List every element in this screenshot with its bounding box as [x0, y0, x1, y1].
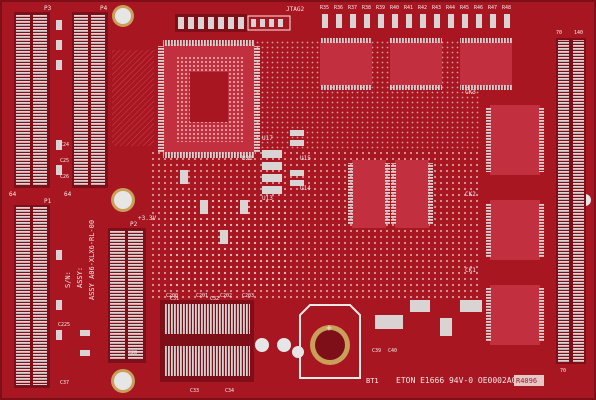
- passives-left: [56, 20, 90, 356]
- label-r35: R35: [320, 5, 329, 11]
- label-c37: C37: [60, 380, 69, 386]
- label-r36: R36: [334, 5, 343, 11]
- label-u14: U14: [300, 185, 311, 192]
- ic-footprints-upper: CK3: [320, 38, 512, 96]
- label-p4: P4: [100, 5, 108, 12]
- label-conn-70: 70: [556, 30, 562, 36]
- label-r39: R39: [376, 5, 385, 11]
- connector-right: 70 140 70: [556, 30, 586, 374]
- label-p2: P2: [130, 221, 138, 228]
- label-p1: P1: [44, 198, 52, 205]
- footer-marking: ETON E1666 94V-0 OE0002A0 A R4096: [396, 375, 544, 386]
- ic-footprints-middle: CK2 CK1: [465, 105, 544, 345]
- connector-p4: P4 64: [64, 5, 108, 198]
- label-voltage: +3.3V: [138, 215, 156, 222]
- label-r45: R45: [460, 5, 469, 11]
- label-r48: R48: [502, 5, 511, 11]
- label-jtag: JTAG2: [286, 6, 304, 13]
- label-r47: R47: [488, 5, 497, 11]
- fpga-footprint: U22: [158, 40, 260, 162]
- label-ck2: CK2: [465, 191, 476, 198]
- label-c200: C200: [166, 293, 178, 299]
- label-r46: R46: [474, 5, 483, 11]
- connector-p3: P3 64: [9, 5, 52, 198]
- center-chips: U15 U14 U17 U13: [262, 135, 433, 228]
- label-c203: C203: [242, 293, 254, 299]
- capacitor-labels: C31 C32 C33 C34 C37 C24 C25 C26 C28 C39 …: [58, 142, 397, 394]
- label-p4-bottom: 64: [64, 191, 72, 198]
- label-ck1: CK1: [465, 267, 476, 274]
- via-field-lower: [170, 200, 290, 290]
- battery-plus: +: [326, 323, 332, 334]
- label-u15: U15: [300, 155, 311, 162]
- label-assy: ASSY:: [76, 267, 84, 288]
- label-u22: U22: [242, 155, 253, 162]
- label-r43: R43: [432, 5, 441, 11]
- battery-holder: + BT1: [255, 304, 379, 385]
- connector-p2: P2: [108, 221, 146, 363]
- label-r40: R40: [390, 5, 399, 11]
- assy-label-vertical: S/N: ASSY: ASSY A06-XLX6-RL-00 +3.3V: [64, 215, 156, 300]
- label-c225: C225: [58, 322, 70, 328]
- copper-pour-left: [112, 50, 154, 146]
- connector-p1: P1: [14, 198, 52, 388]
- label-c34: C34: [225, 388, 234, 394]
- connector-bottom: [160, 300, 254, 382]
- label-sn: S/N:: [64, 271, 72, 288]
- label-footer-badge: R4096: [516, 377, 537, 385]
- label-r41: R41: [404, 5, 413, 11]
- label-c202: C202: [220, 293, 232, 299]
- label-c40: C40: [388, 348, 397, 354]
- label-u17: U17: [262, 135, 273, 142]
- label-c201: C201: [196, 293, 208, 299]
- label-r37: R37: [348, 5, 357, 11]
- jtag-header: JTAG2: [175, 6, 304, 32]
- label-ck3: CK3: [465, 89, 476, 96]
- label-conn-bottom: 70: [560, 368, 566, 374]
- label-r44: R44: [446, 5, 455, 11]
- resistor-row: R35 R36 R37 R38 R39 R40 R41 R42 R43 R44 …: [320, 5, 511, 28]
- label-c24: C24: [60, 142, 69, 148]
- bottom-right-chips: [375, 300, 482, 336]
- label-c32: C32: [210, 296, 219, 302]
- label-footer: ETON E1666 94V-0 OE0002A0 A: [396, 376, 526, 385]
- label-c25: C25: [60, 158, 69, 164]
- label-part-number: ASSY A06-XLX6-RL-00: [88, 220, 96, 300]
- label-p3: P3: [44, 5, 52, 12]
- label-bt1: BT1: [366, 377, 379, 385]
- label-c28: C28: [128, 350, 137, 356]
- label-c33: C33: [190, 388, 199, 394]
- passive-array-mid: [180, 130, 304, 244]
- label-c39: C39: [372, 348, 381, 354]
- label-conn-140: 140: [574, 30, 583, 36]
- label-r42: R42: [418, 5, 427, 11]
- label-c31: C31: [170, 296, 179, 302]
- label-c26: C26: [60, 174, 69, 180]
- label-r38: R38: [362, 5, 371, 11]
- label-p3-bottom: 64: [9, 191, 17, 198]
- label-u13: U13: [262, 195, 273, 202]
